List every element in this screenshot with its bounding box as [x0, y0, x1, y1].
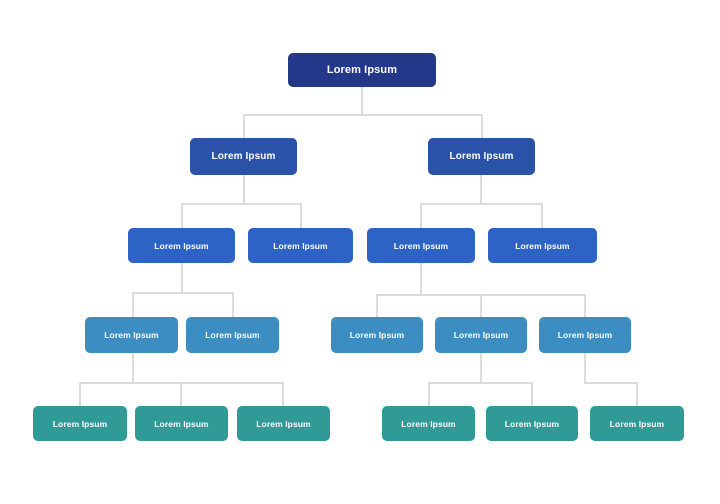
org-node-l3-2[interactable]: Lorem Ipsum	[248, 228, 353, 263]
org-node-l4-3[interactable]: Lorem Ipsum	[331, 317, 423, 353]
connector-l2left-to-level3	[181, 175, 302, 228]
org-node-l3-3[interactable]: Lorem Ipsum	[367, 228, 475, 263]
org-node-l3-1[interactable]: Lorem Ipsum	[128, 228, 235, 263]
org-node-l5-4[interactable]: Lorem Ipsum	[382, 406, 475, 441]
connector-l3a-to-level4	[132, 263, 234, 317]
org-node-l4-4[interactable]: Lorem Ipsum	[435, 317, 527, 353]
connector-l4e-to-level5	[584, 353, 638, 406]
org-node-l2-2[interactable]: Lorem Ipsum	[428, 138, 535, 175]
org-node-l4-5[interactable]: Lorem Ipsum	[539, 317, 631, 353]
org-node-l4-2[interactable]: Lorem Ipsum	[186, 317, 279, 353]
org-node-l2-1[interactable]: Lorem Ipsum	[190, 138, 297, 175]
connector-l3c-to-level4	[376, 263, 586, 317]
connector-l4d-to-level5	[428, 353, 533, 406]
connector-l2right-to-level3	[420, 175, 543, 228]
org-node-l4-1[interactable]: Lorem Ipsum	[85, 317, 178, 353]
connector-l4a-to-level5	[79, 353, 284, 406]
connector-root-to-level2	[243, 87, 483, 138]
org-node-root[interactable]: Lorem Ipsum	[288, 53, 436, 87]
org-node-l5-2[interactable]: Lorem Ipsum	[135, 406, 228, 441]
org-node-l3-4[interactable]: Lorem Ipsum	[488, 228, 597, 263]
org-node-l5-5[interactable]: Lorem Ipsum	[486, 406, 578, 441]
org-node-l5-1[interactable]: Lorem Ipsum	[33, 406, 127, 441]
org-node-l5-6[interactable]: Lorem Ipsum	[590, 406, 684, 441]
org-node-l5-3[interactable]: Lorem Ipsum	[237, 406, 330, 441]
